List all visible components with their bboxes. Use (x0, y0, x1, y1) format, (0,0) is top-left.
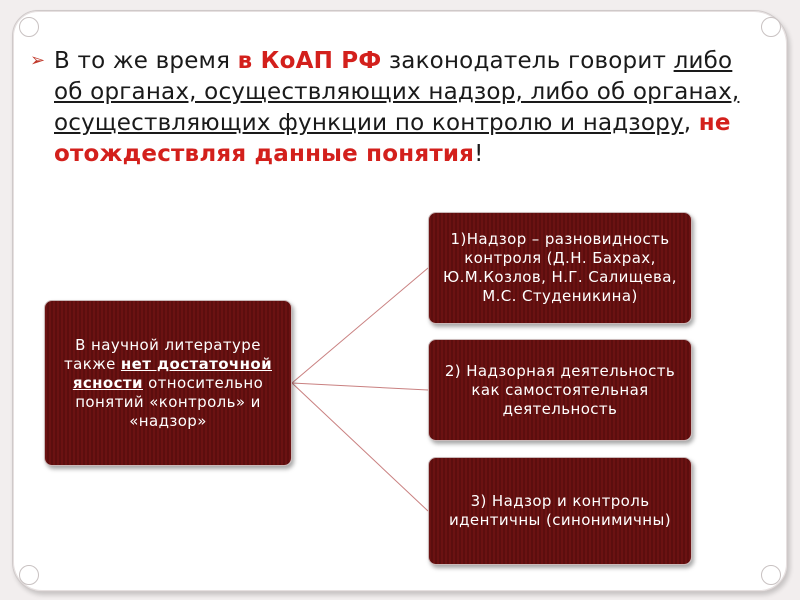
target-box-1: 1)Надзор – разновидность контроля (Д.Н. … (428, 212, 692, 324)
source-text-part2: относительно понятий «контроль» и «надзо… (75, 373, 264, 430)
target-box-3: 3) Надзор и контроль идентичны (синоними… (428, 457, 692, 565)
koap-highlight: в КоАП РФ (237, 48, 382, 74)
exclamation: ! (474, 141, 484, 167)
source-box: В научной литературе также нет достаточн… (44, 300, 292, 466)
target-box-1-label: 1)Надзор – разновидность контроля (Д.Н. … (443, 230, 677, 305)
bullet-arrow-icon: ➢ (30, 50, 46, 71)
underlined-phrase: либо об органах, осуществляющих надзор, … (54, 48, 740, 136)
target-box-3-label: 3) Надзор и контроль идентичны (синоними… (449, 492, 671, 529)
source-box-text: В научной литературе также нет достаточн… (45, 336, 291, 431)
corner-curl-decoration (19, 565, 39, 585)
intro-text: В то же время (54, 48, 238, 74)
target-box-2-label: 2) Надзорная деятельность как самостояте… (444, 361, 676, 418)
connector-line-3 (291, 382, 429, 512)
connector-line-2 (291, 382, 429, 391)
corner-curl-decoration (19, 17, 39, 37)
after-koap-text: законодатель говорит (381, 48, 674, 74)
red-conclusion: не отождествляя данные понятия (54, 110, 731, 167)
source-emphasis: нет достаточной ясности (72, 354, 272, 392)
target-box-2: 2) Надзорная деятельность как самостояте… (428, 339, 692, 441)
connector-line-1 (291, 267, 429, 384)
corner-curl-decoration (761, 17, 781, 37)
comma-text: , (683, 110, 699, 136)
main-paragraph: В то же время в КоАП РФ законодатель гов… (54, 46, 754, 170)
corner-curl-decoration (761, 565, 781, 585)
source-text-part1: В научной литературе также (64, 335, 261, 373)
